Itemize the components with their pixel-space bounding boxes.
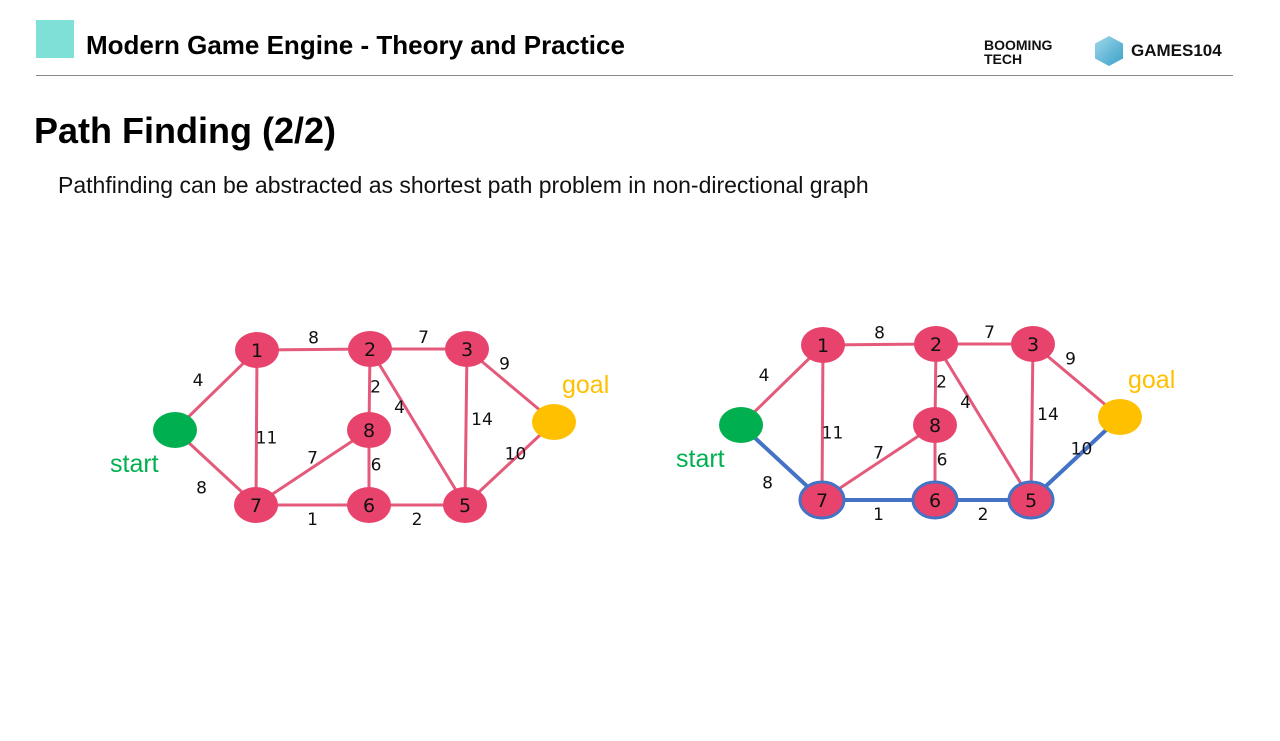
graph-edge [368, 348, 467, 506]
goal-label: goal [562, 371, 609, 399]
graph-edge [255, 428, 370, 507]
node-label: 6 [363, 495, 375, 517]
goal-node [532, 404, 576, 440]
edge-weight-label: 2 [370, 378, 381, 398]
graph-node [348, 331, 392, 367]
edge-weight-label: 7 [307, 449, 318, 469]
edge-weight-label: 8 [308, 329, 319, 349]
graph-node [235, 332, 279, 368]
graph-edge [821, 423, 936, 502]
graph-node [798, 480, 846, 520]
graph-edge [1029, 343, 1035, 501]
graph-node [443, 487, 487, 523]
edge-weight-label: 9 [1065, 350, 1076, 370]
edge-weight-label: 4 [759, 366, 770, 386]
edge-weight-label: 7 [418, 328, 429, 348]
goal-node [1098, 399, 1142, 435]
edge-weight-label: 8 [874, 324, 885, 344]
node-label: 8 [929, 415, 941, 437]
graph-node [911, 480, 959, 520]
edge-weight-label: 10 [505, 445, 527, 465]
games104-logo: GAMES104 [1131, 41, 1222, 60]
graph-node [234, 487, 278, 523]
graph-node [445, 331, 489, 367]
graph-node [914, 326, 958, 362]
node-label: 1 [817, 335, 829, 357]
node-label: 6 [929, 490, 941, 512]
edge-weight-label: 8 [762, 474, 773, 494]
graph-edge [820, 344, 825, 501]
slide-title: Path Finding (2/2) [34, 110, 336, 151]
start-label: start [110, 450, 159, 478]
edge-weight-label: 11 [822, 424, 844, 444]
start-label: start [676, 445, 725, 473]
node-label: 5 [459, 495, 471, 517]
node-label: 2 [364, 339, 376, 361]
edge-weight-label: 14 [1037, 405, 1059, 425]
edge-weight-label: 4 [960, 393, 971, 413]
course-title: Modern Game Engine - Theory and Practice [86, 30, 625, 60]
node-label: 7 [250, 495, 262, 517]
course-logo-icon [36, 20, 74, 58]
edge-weight-label: 4 [193, 371, 204, 391]
edge-weight-label: 9 [499, 355, 510, 375]
node-label: 7 [816, 490, 828, 512]
edge-weight-label: 2 [978, 505, 989, 525]
graph-node [913, 407, 957, 443]
edge-weight-label: 8 [196, 479, 207, 499]
edge-weight-label: 6 [937, 451, 948, 471]
edge-weight-label: 2 [412, 510, 423, 530]
graph-node [801, 327, 845, 363]
node-label: 2 [930, 334, 942, 356]
edge-weight-label: 2 [936, 373, 947, 393]
node-label: 1 [251, 340, 263, 362]
goal-label: goal [1128, 366, 1175, 394]
edge-weight-label: 14 [471, 410, 493, 430]
edge-weight-label: 4 [394, 398, 405, 418]
header-divider [36, 75, 1233, 76]
edge-weight-label: 11 [256, 429, 278, 449]
edge-weight-label: 1 [873, 505, 884, 525]
node-label: 8 [363, 420, 375, 442]
graph-node [347, 487, 391, 523]
start-node [719, 407, 763, 443]
slide-subtitle: Pathfinding can be abstracted as shortes… [58, 172, 869, 198]
node-label: 3 [461, 339, 473, 361]
start-node [153, 412, 197, 448]
edge-weight-label: 6 [371, 456, 382, 476]
edge-weight-label: 1 [307, 510, 318, 530]
graph-edge [463, 420, 556, 507]
edge-weight-label: 10 [1071, 440, 1093, 460]
graph-node [347, 412, 391, 448]
node-label: 3 [1027, 334, 1039, 356]
graph-edge [463, 348, 469, 506]
graph-node [1011, 326, 1055, 362]
graph-edge [934, 343, 1033, 501]
edge-weight-label: 7 [873, 444, 884, 464]
edge-weight-label: 7 [984, 323, 995, 343]
graph-edge [254, 349, 259, 506]
graph-node [1007, 480, 1055, 520]
node-label: 5 [1025, 490, 1037, 512]
